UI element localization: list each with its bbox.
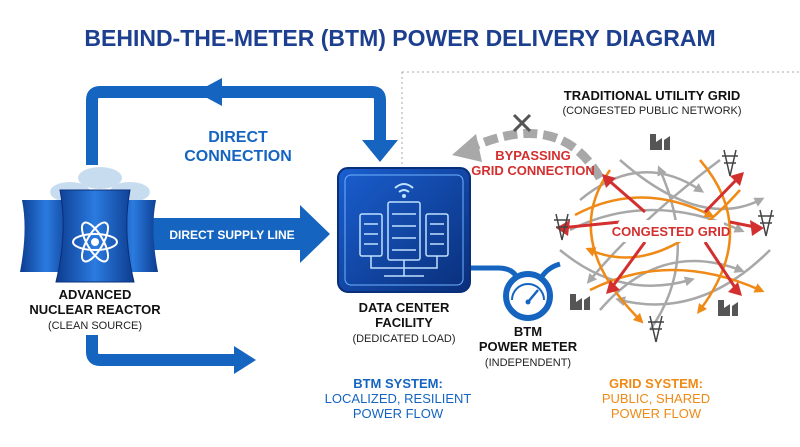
bypass-label-line2: GRID CONNECTION xyxy=(471,163,595,178)
btm-system-line2: LOCALIZED, RESILIENT xyxy=(325,391,472,406)
wifi-icon xyxy=(394,183,414,193)
direct-connection-arrowhead-right xyxy=(362,140,398,162)
data-center-sub: (DEDICATED LOAD) xyxy=(352,333,455,345)
bypass-label-line1: BYPASSING xyxy=(495,148,571,163)
grid-system-line1: GRID SYSTEM: xyxy=(609,376,703,391)
server-rack-icon xyxy=(359,201,449,277)
btm-bottom-arrowhead xyxy=(234,346,256,374)
factory-icon xyxy=(570,294,590,310)
nuclear-reactor-icon xyxy=(20,167,158,283)
reactor-name-line2: NUCLEAR REACTOR xyxy=(29,302,161,317)
blocked-x-icon xyxy=(512,113,532,133)
atom-icon xyxy=(72,221,118,263)
congested-grid-badge xyxy=(618,220,724,242)
direct-connection-label-line2: CONNECTION xyxy=(184,148,292,165)
page-title: BEHIND-THE-METER (BTM) POWER DELIVERY DI… xyxy=(84,25,715,51)
direct-connection-label-line1: DIRECT xyxy=(208,129,268,146)
bypass-arrow xyxy=(468,129,604,181)
factory-icon xyxy=(718,300,738,316)
grid-system-line2: PUBLIC, SHARED xyxy=(602,391,710,406)
meter-sub: (INDEPENDENT) xyxy=(485,357,571,369)
transmission-tower-icon xyxy=(722,149,738,177)
data-center-name-line1: DATA CENTER xyxy=(359,300,450,315)
reactor-sub: (CLEAN SOURCE) xyxy=(48,320,142,332)
meter-name-line2: POWER METER xyxy=(479,339,578,354)
grid-system-line3: POWER FLOW xyxy=(611,406,702,421)
grid-region-border xyxy=(401,71,800,170)
direct-supply-label: DIRECT SUPPLY LINE xyxy=(169,228,294,242)
meter-name-line1: BTM xyxy=(514,324,542,339)
utility-grid-sub: (CONGESTED PUBLIC NETWORK) xyxy=(562,105,741,117)
btm-system-line1: BTM SYSTEM: xyxy=(353,376,443,391)
power-meter-icon xyxy=(503,271,553,321)
direct-connection-arrowhead-left xyxy=(196,78,222,106)
data-center-icon xyxy=(337,167,471,293)
reactor-name-line1: ADVANCED xyxy=(59,287,132,302)
transmission-tower-icon xyxy=(648,315,664,343)
direct-connection-arrow xyxy=(86,86,386,165)
utility-grid-name: TRADITIONAL UTILITY GRID xyxy=(564,88,740,103)
btm-bottom-line xyxy=(86,335,240,366)
data-center-name-line2: FACILITY xyxy=(375,315,433,330)
bypass-arrowhead xyxy=(452,134,482,162)
transmission-tower-icon xyxy=(554,213,570,241)
congested-grid-label: CONGESTED GRID xyxy=(612,224,730,239)
factory-icon xyxy=(650,134,670,150)
btm-system-line3: POWER FLOW xyxy=(353,406,444,421)
direct-supply-arrow xyxy=(148,205,330,263)
transmission-tower-icon xyxy=(758,209,774,237)
